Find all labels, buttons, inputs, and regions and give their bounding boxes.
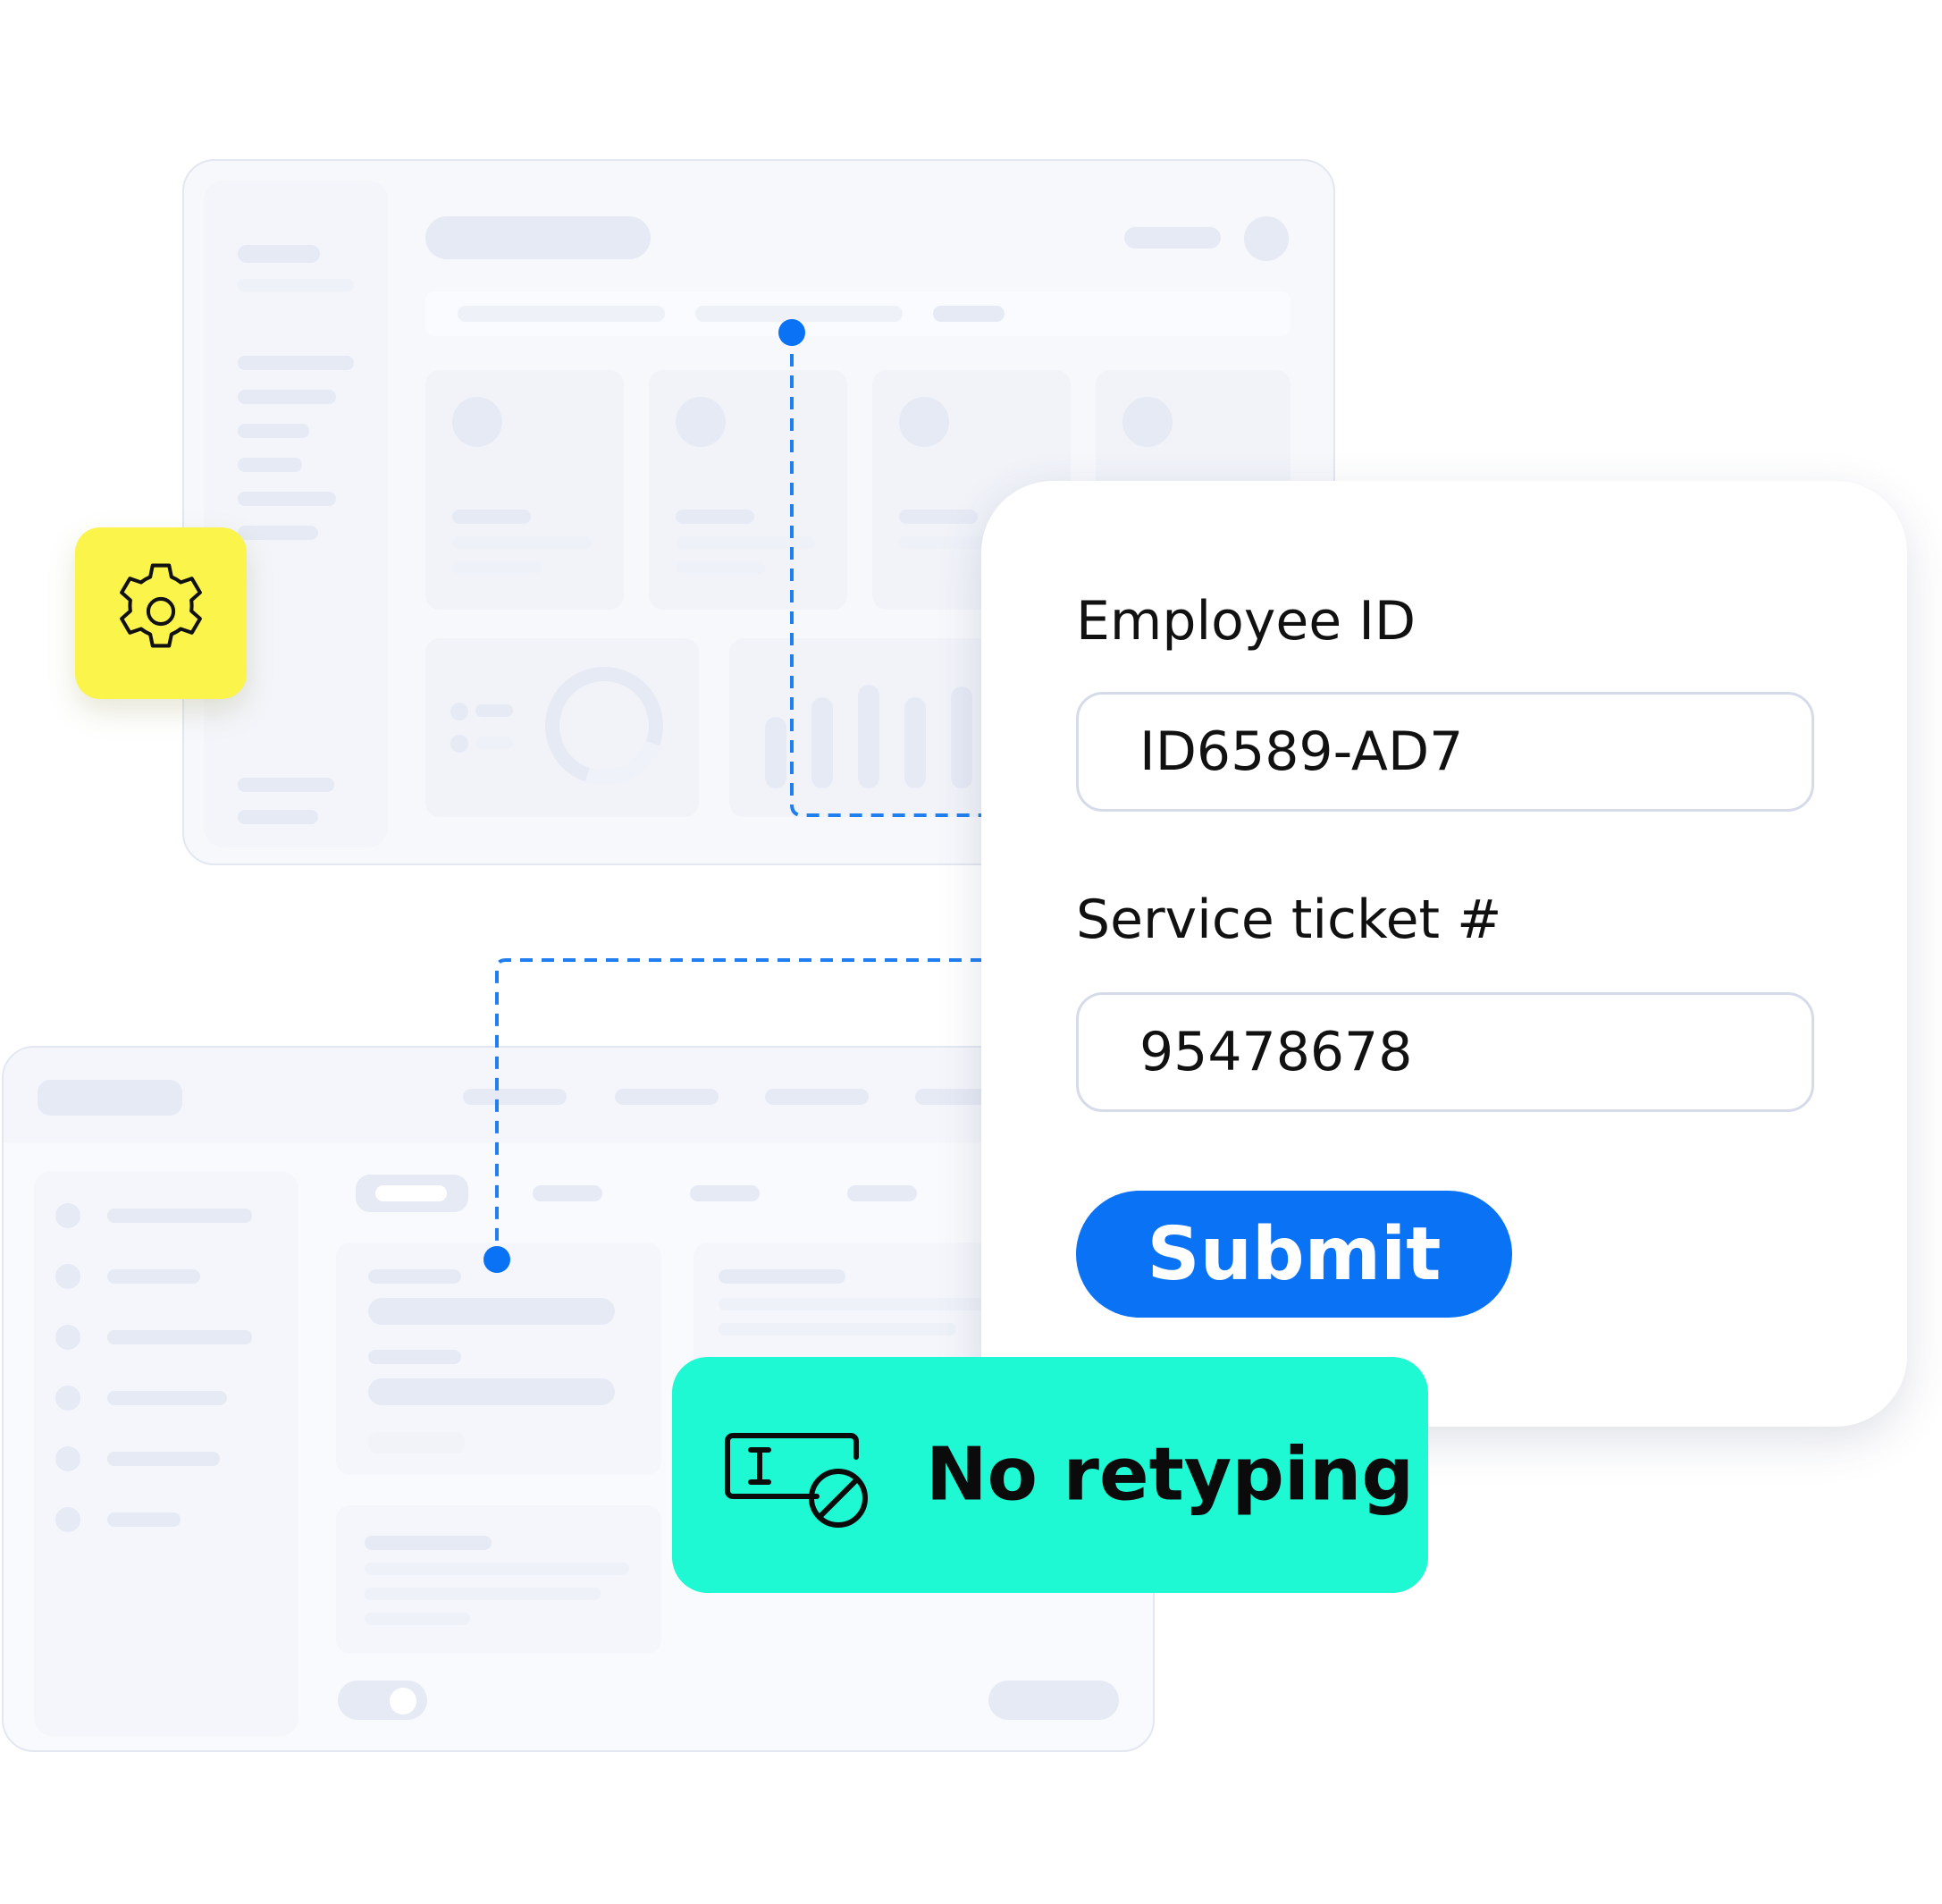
service-ticket-input[interactable]: 95478678 bbox=[1076, 992, 1814, 1112]
connector-dot-bottom bbox=[483, 1246, 510, 1273]
action-button-skeleton bbox=[988, 1681, 1119, 1720]
donut-chart-skeleton bbox=[545, 667, 663, 785]
dashboard-sidebar bbox=[204, 181, 388, 847]
employee-id-input[interactable]: ID6589-AD7 bbox=[1076, 692, 1814, 812]
gear-icon bbox=[103, 553, 219, 674]
avatar bbox=[1244, 216, 1289, 261]
settings-badge bbox=[75, 527, 247, 699]
no-typing-icon bbox=[724, 1430, 876, 1535]
connector-dot-top bbox=[778, 319, 805, 346]
service-ticket-label: Service ticket # bbox=[1076, 889, 1502, 951]
employee-form-card: Employee ID ID6589-AD7 Service ticket # … bbox=[981, 481, 1907, 1427]
dashboard-title-skeleton bbox=[425, 216, 651, 259]
employee-id-label: Employee ID bbox=[1076, 590, 1417, 653]
no-retyping-label: No retyping bbox=[926, 1432, 1415, 1518]
app-logo-skeleton bbox=[38, 1080, 182, 1116]
submit-button[interactable]: Submit bbox=[1076, 1191, 1512, 1318]
no-retyping-badge: No retyping bbox=[672, 1357, 1428, 1593]
